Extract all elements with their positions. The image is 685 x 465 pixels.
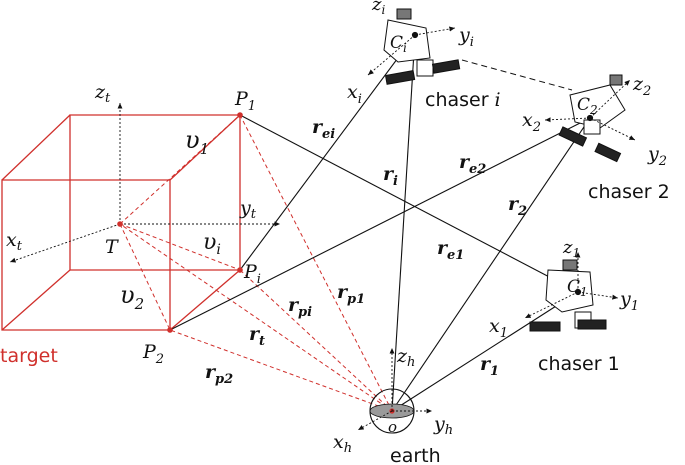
p1-label: P1 (234, 88, 256, 114)
upsilon-i-label: υi (203, 230, 221, 258)
target-z-axis-label: zt (94, 81, 111, 106)
earth-x-axis-label: xh (333, 431, 352, 456)
earth-origin-label: o (388, 418, 397, 436)
target-origin-label: T (105, 236, 119, 258)
chaser-1-c-label: C1 (567, 277, 588, 299)
target-frame-axes (9, 103, 280, 263)
chaser-1-x-axis-label: x1 (489, 315, 508, 341)
upsilon-1-label: υ1 (185, 126, 209, 158)
r-t-label: rt (249, 323, 265, 349)
point-p2 (167, 327, 173, 333)
r-e1-label: re1 (437, 237, 464, 263)
chaser-1-label: chaser 1 (538, 353, 620, 375)
chaser-2-axes (544, 79, 636, 141)
target-x-axis-label: xt (6, 229, 23, 254)
r-e1-line (239, 114, 579, 293)
point-p1 (237, 112, 243, 118)
point-t (117, 221, 123, 227)
chaser-1-z-axis-label: z1 (562, 237, 580, 260)
r-p1-label: rp1 (337, 281, 365, 307)
chaser-2-spacecraft (558, 74, 626, 163)
chaser-i-c-label: Ci (390, 33, 407, 55)
p2-label: P2 (142, 341, 164, 367)
r-e2-label: re2 (459, 151, 486, 177)
chaser-1-spacecraft (529, 259, 607, 332)
upsilon-2-label: υ2 (120, 281, 144, 313)
target-y-axis-label: yt (239, 197, 257, 222)
chaser-1-axes (524, 252, 619, 319)
relative-vectors (169, 34, 591, 412)
pi-label: Pi (243, 261, 261, 287)
r-e2-line (169, 117, 591, 331)
earth-to-target-vectors (119, 114, 393, 412)
chaser-1-y-axis-label: y1 (619, 288, 639, 314)
point-pi (237, 267, 243, 273)
r-i-label: ri (383, 163, 398, 189)
chaser-2-z-axis-label: z2 (632, 73, 651, 99)
chaser-2-c-label: C2 (577, 95, 598, 117)
earth-label: earth (390, 445, 441, 465)
chaser-i-y-axis-label: yi (458, 24, 474, 50)
chaser-2-y-axis-label: y2 (647, 143, 667, 169)
earth-z-axis-label: zh (396, 345, 415, 370)
r-i-line (391, 34, 416, 412)
chaser-2-label: chaser 2 (588, 181, 670, 203)
earth-y-axis-label: yh (433, 413, 453, 438)
r-ei-line (239, 34, 416, 271)
r-1-label: r1 (480, 353, 499, 379)
target-label: target (0, 345, 58, 367)
r-pi-label: rpi (288, 294, 312, 320)
r-ei-label: rei (312, 116, 335, 142)
chaser-i-x-axis-label: xi (347, 81, 362, 107)
chaser-formation-link (461, 59, 573, 91)
r-2-label: r2 (508, 193, 527, 219)
chaser-i-axes (367, 26, 456, 76)
target-points (117, 112, 243, 333)
chaser-i-z-axis-label: zi (371, 0, 385, 17)
chaser-2-x-axis-label: x2 (522, 109, 541, 135)
earth-frame-axes (357, 348, 432, 431)
target-internal-dashed (119, 114, 241, 331)
r-2-line (391, 117, 591, 412)
r-1-line (391, 291, 579, 412)
r-p2-label: rp2 (205, 361, 233, 387)
